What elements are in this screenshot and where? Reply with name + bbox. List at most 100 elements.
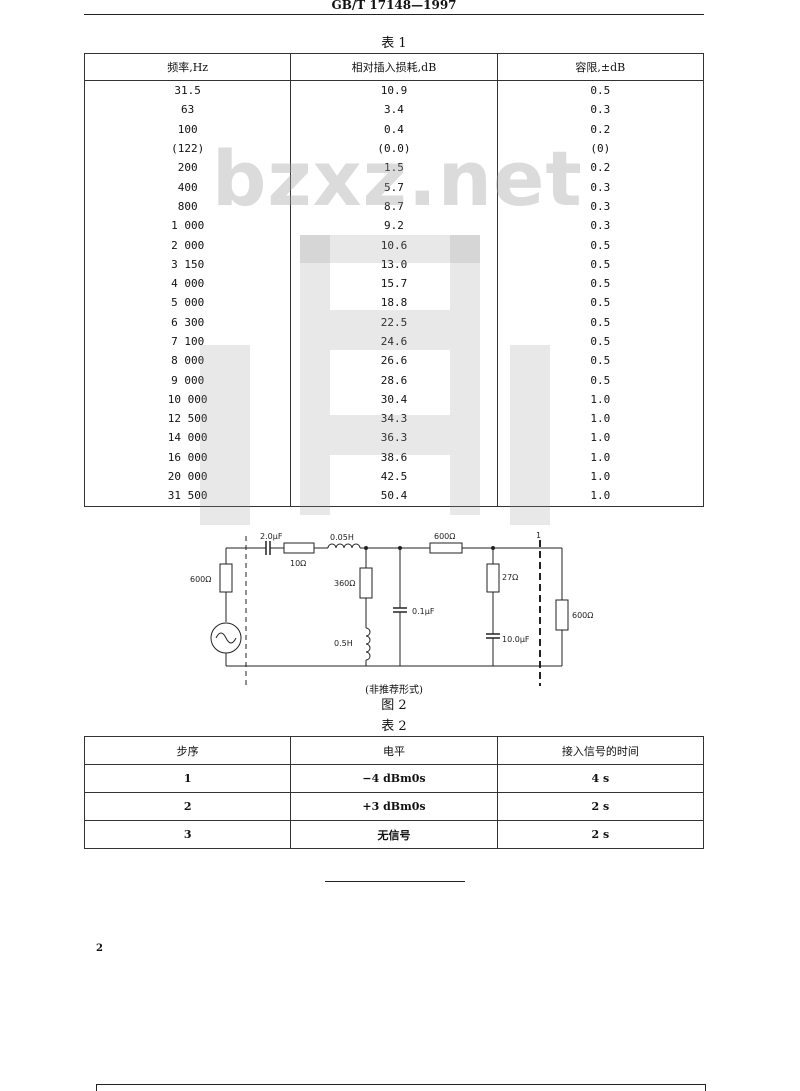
table1-header-row: 频率,Hz 相对插入损耗,dB 容限,±dB [83, 53, 705, 81]
table-cell: 1.5 [290, 158, 498, 178]
table2-header-step: 步序 [83, 736, 292, 765]
table-cell: 0.2 [496, 119, 705, 139]
table2-header-level: 电平 [290, 736, 498, 765]
table-cell: 36.3 [290, 428, 498, 448]
table-cell: 无信号 [290, 820, 498, 849]
page-header: GB/T 17148—1997 [84, 0, 704, 15]
resistor-360 [359, 567, 373, 599]
table-cell: 1.0 [496, 428, 705, 448]
table-cell: 3 150 [83, 254, 292, 274]
table-cell: 10.6 [290, 235, 498, 255]
inductor-005h [327, 543, 361, 549]
table-cell: +3 dBm0s [290, 792, 498, 821]
label-r600-series: 600Ω [434, 532, 455, 541]
label-l1: 0.05H [330, 533, 354, 542]
table1-caption: 表 1 [381, 36, 407, 51]
table1-header-frequency: 频率,Hz [83, 53, 292, 81]
table-cell: 0.3 [496, 196, 705, 217]
table-cell: 22.5 [290, 312, 498, 332]
label-r27: 27Ω [502, 573, 518, 582]
table-cell: −4 dBm0s [290, 764, 498, 793]
table-cell: 13.0 [290, 254, 498, 274]
table-cell: 50.4 [290, 486, 498, 507]
table-cell: 26.6 [290, 351, 498, 371]
resistor-600-series [429, 542, 463, 554]
junction-dot [364, 546, 368, 550]
table-cell: 0.3 [496, 100, 705, 120]
standard-number: GB/T 17148—1997 [331, 0, 457, 12]
junction-dot [398, 546, 402, 550]
table-cell: 38.6 [290, 447, 498, 467]
table-cell: (122) [83, 138, 292, 159]
table-cell: 7 100 [83, 331, 292, 352]
table-cell: 10.9 [290, 80, 498, 101]
table-cell: 0.5 [496, 254, 705, 274]
label-r600-source: 600Ω [190, 575, 211, 584]
table2-header-duration: 接入信号的时间 [496, 736, 705, 765]
circuit-diagram: 2.0μF 10Ω 0.05H 600Ω 360Ω 0.5H 0.1μF 600… [190, 531, 593, 686]
table1-header-insertion-loss: 相对插入损耗,dB [290, 53, 498, 81]
resistor-600-source [219, 563, 233, 593]
end-rule [325, 881, 465, 882]
label-r360: 360Ω [334, 579, 355, 588]
table-cell: 5.7 [290, 177, 498, 197]
table-cell: 20 000 [83, 466, 292, 487]
figure-note: (非推荐形式) [365, 685, 423, 696]
resistor-600-load [555, 599, 569, 631]
resistor-10 [283, 542, 315, 554]
table-cell: 0.5 [496, 370, 705, 390]
table-cell: 0.5 [496, 235, 705, 255]
table-cell: 2 s [496, 792, 705, 821]
table-cell: 0.5 [496, 331, 705, 352]
table-cell: 16 000 [83, 447, 292, 467]
table-cell: 800 [83, 196, 292, 217]
table-cell: 8 000 [83, 351, 292, 371]
table-cell: 1 000 [83, 216, 292, 236]
table-cell: 63 [83, 100, 292, 120]
table-cell: 6 300 [83, 312, 292, 332]
table-cell: 0.5 [496, 80, 705, 101]
table1-row: (122)(0.0)(0) [83, 138, 705, 159]
table-cell: 0.2 [496, 158, 705, 178]
table-cell: 14 000 [83, 428, 292, 448]
label-c2: 0.1μF [412, 607, 435, 616]
label-c1: 2.0μF [260, 532, 283, 541]
figure-caption: 图 2 [381, 698, 407, 713]
table-cell: 4 000 [83, 273, 292, 294]
label-node: 1 [536, 531, 541, 540]
table-cell: 42.5 [290, 466, 498, 487]
table-cell: 9.2 [290, 216, 498, 236]
table-cell: 4 s [496, 764, 705, 793]
table-cell: 15.7 [290, 273, 498, 294]
table-cell: 0.3 [496, 177, 705, 197]
table-cell: 2 s [496, 820, 705, 849]
table-cell: 3.4 [290, 100, 498, 120]
table-cell: 12 500 [83, 409, 292, 429]
table-cell: 1.0 [496, 486, 705, 507]
table-cell: 3 [83, 820, 292, 849]
label-r10: 10Ω [290, 559, 306, 568]
table2-caption: 表 2 [381, 719, 407, 734]
inductor-05h [365, 627, 371, 661]
table-cell: 2 [83, 792, 292, 821]
table-cell: 200 [83, 158, 292, 178]
table-cell: 9 000 [83, 370, 292, 390]
table-cell: 1.0 [496, 466, 705, 487]
table-cell: (0) [496, 138, 705, 159]
